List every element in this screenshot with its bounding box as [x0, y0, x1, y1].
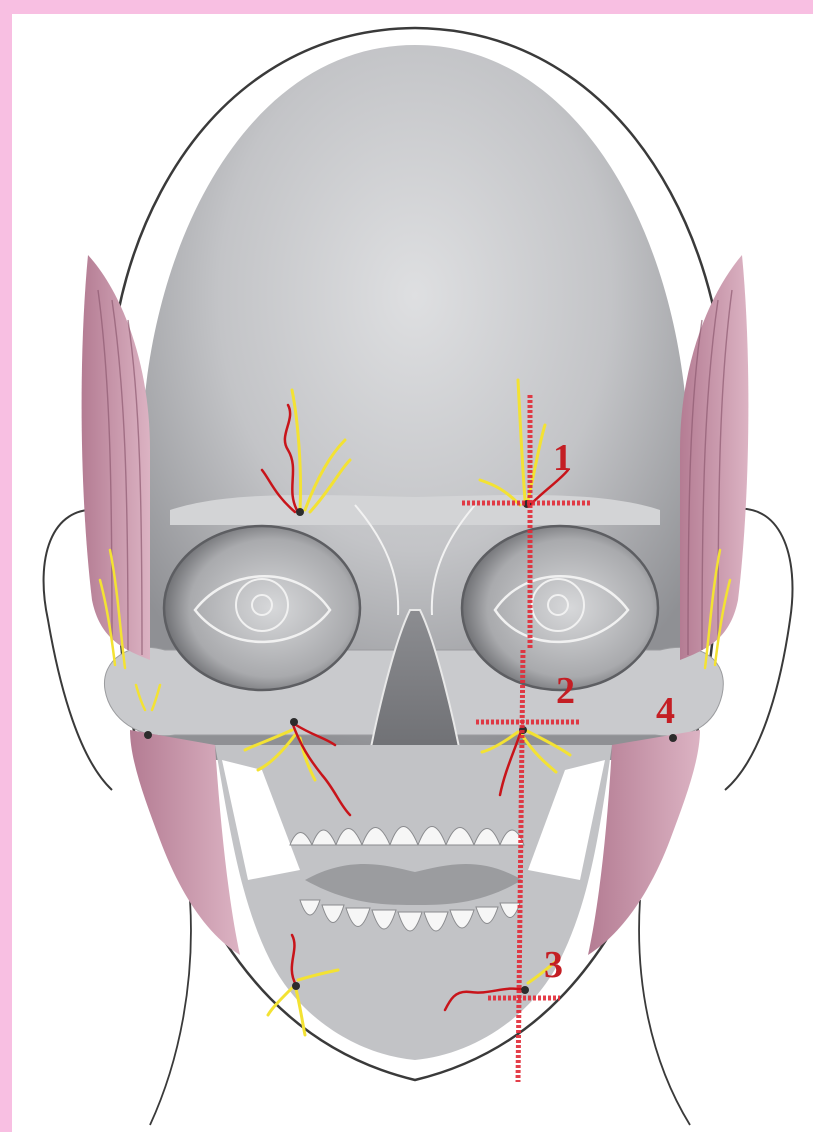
brow-ridge	[170, 495, 660, 525]
label-point-3: 3	[544, 944, 563, 986]
label-point-2: 2	[556, 670, 575, 712]
label-point-1: 1	[553, 437, 572, 479]
left-orbit	[164, 526, 360, 690]
neck-right	[639, 900, 690, 1125]
neck-left	[150, 900, 191, 1125]
label-point-4: 4	[656, 690, 675, 732]
right-orbit	[462, 526, 658, 690]
